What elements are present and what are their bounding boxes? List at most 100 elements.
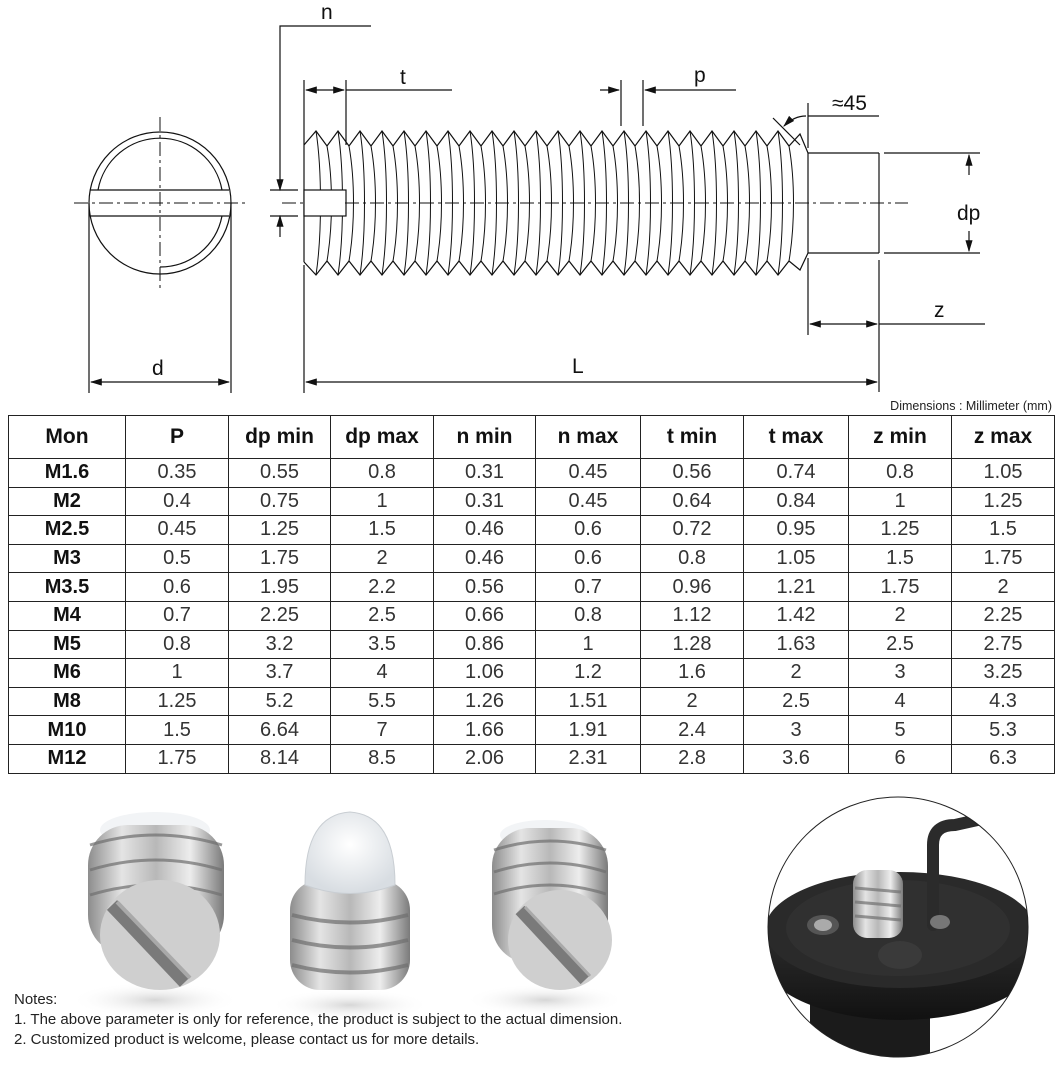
column-header-n-max: n max — [535, 415, 641, 459]
cell-p: 0.7 — [125, 600, 229, 631]
cell-t-max: 0.84 — [743, 486, 849, 517]
dimension-label-angle: ≈45 — [832, 92, 867, 115]
cell-p: 0.4 — [125, 486, 229, 517]
photo-screw-slotted-left — [70, 812, 240, 1018]
cell-z-max: 1.75 — [951, 543, 1055, 574]
cell-t-max: 2.5 — [743, 686, 849, 717]
cell-z-min: 3 — [848, 658, 952, 688]
cell-t-min: 1.28 — [640, 629, 744, 660]
cell-t-min: 0.72 — [640, 515, 744, 545]
photo-mounting-plate-inset — [767, 796, 1029, 1058]
table-row: M10 1.5 6.64 7 1.66 1.91 2.4 3 5 5.3 — [8, 715, 1055, 745]
set-screw-drawing — [74, 25, 985, 393]
cell-dp-min: 2.25 — [228, 600, 331, 631]
cell-n-min: 2.06 — [433, 743, 536, 774]
cell-t-min: 2.8 — [640, 743, 744, 774]
notes-title: Notes: — [14, 991, 58, 1008]
column-header-dp-max: dp max — [330, 415, 434, 459]
column-header-z-min: z min — [848, 415, 952, 459]
note-item: 1. The above parameter is only for refer… — [14, 1011, 623, 1028]
cell-dp-max: 2 — [330, 543, 434, 574]
cell-z-min: 1 — [848, 486, 952, 517]
cell-p: 0.45 — [125, 515, 229, 545]
dimension-label-t: t — [400, 66, 406, 89]
cell-z-max: 2.75 — [951, 629, 1055, 660]
cell-n-max: 1 — [535, 629, 641, 660]
cell-z-min: 1.5 — [848, 543, 952, 574]
cell-p: 1.5 — [125, 715, 229, 745]
cell-n-min: 0.46 — [433, 543, 536, 574]
cell-n-max: 1.91 — [535, 715, 641, 745]
cell-mon: M4 — [8, 600, 126, 631]
cell-mon: M12 — [8, 743, 126, 774]
cell-n-min: 0.46 — [433, 515, 536, 545]
cell-dp-max: 8.5 — [330, 743, 434, 774]
notes-section: Notes: 1. The above parameter is only fo… — [14, 990, 622, 1050]
dimension-label-d: d — [152, 357, 164, 380]
cell-n-min: 1.06 — [433, 658, 536, 688]
cell-t-max: 1.42 — [743, 600, 849, 631]
cell-t-max: 3 — [743, 715, 849, 745]
cell-t-min: 0.56 — [640, 458, 744, 488]
cell-dp-max: 4 — [330, 658, 434, 688]
cell-t-max: 1.21 — [743, 572, 849, 602]
cell-z-max: 6.3 — [951, 743, 1055, 774]
cell-z-max: 1.5 — [951, 515, 1055, 545]
table-row: M2.5 0.45 1.25 1.5 0.46 0.6 0.72 0.95 1.… — [8, 515, 1055, 545]
cell-n-max: 0.45 — [535, 458, 641, 488]
cell-n-min: 1.66 — [433, 715, 536, 745]
units-note: Dimensions : Millimeter (mm) — [890, 399, 1052, 413]
cell-t-min: 2.4 — [640, 715, 744, 745]
cell-z-max: 3.25 — [951, 658, 1055, 688]
cell-z-min: 2.5 — [848, 629, 952, 660]
cell-dp-max: 5.5 — [330, 686, 434, 717]
cell-p: 1 — [125, 658, 229, 688]
dimension-table: Mon P dp min dp max n min n max t min t … — [8, 415, 1055, 774]
cell-mon: M10 — [8, 715, 126, 745]
cell-t-min: 1.12 — [640, 600, 744, 631]
cell-dp-min: 0.55 — [228, 458, 331, 488]
column-header-dp-min: dp min — [228, 415, 331, 459]
table-row: M8 1.25 5.2 5.5 1.26 1.51 2 2.5 4 4.3 — [8, 686, 1055, 717]
cell-t-max: 0.74 — [743, 458, 849, 488]
dimension-label-L: L — [572, 355, 584, 378]
cell-n-max: 2.31 — [535, 743, 641, 774]
dimension-label-p: p — [694, 64, 706, 87]
cell-n-max: 0.6 — [535, 543, 641, 574]
cell-z-max: 2 — [951, 572, 1055, 602]
cell-p: 1.75 — [125, 743, 229, 774]
cell-z-max: 1.25 — [951, 486, 1055, 517]
cell-t-max: 0.95 — [743, 515, 849, 545]
cell-p: 0.8 — [125, 629, 229, 660]
cell-dp-min: 1.75 — [228, 543, 331, 574]
cell-n-max: 0.7 — [535, 572, 641, 602]
cell-t-min: 0.8 — [640, 543, 744, 574]
cell-n-min: 0.66 — [433, 600, 536, 631]
product-photos — [0, 790, 1060, 1060]
cell-t-max: 2 — [743, 658, 849, 688]
cell-dp-min: 1.95 — [228, 572, 331, 602]
cell-z-min: 5 — [848, 715, 952, 745]
cell-t-max: 1.05 — [743, 543, 849, 574]
technical-drawing: n t p ≈45 dp z d L — [0, 0, 1060, 400]
cell-z-max: 5.3 — [951, 715, 1055, 745]
cell-z-min: 6 — [848, 743, 952, 774]
cell-z-max: 2.25 — [951, 600, 1055, 631]
cell-n-max: 0.6 — [535, 515, 641, 545]
cell-mon: M5 — [8, 629, 126, 660]
cell-t-min: 2 — [640, 686, 744, 717]
column-header-t-max: t max — [743, 415, 849, 459]
cell-dp-max: 3.5 — [330, 629, 434, 660]
column-header-n-min: n min — [433, 415, 536, 459]
cell-n-min: 0.31 — [433, 486, 536, 517]
table-row: M12 1.75 8.14 8.5 2.06 2.31 2.8 3.6 6 6.… — [8, 743, 1055, 774]
column-header-p: P — [125, 415, 229, 459]
cell-p: 0.5 — [125, 543, 229, 574]
cell-dp-min: 8.14 — [228, 743, 331, 774]
cell-n-max: 0.45 — [535, 486, 641, 517]
cell-dp-max: 0.8 — [330, 458, 434, 488]
table-row: M1.6 0.35 0.55 0.8 0.31 0.45 0.56 0.74 0… — [8, 458, 1055, 488]
cell-z-min: 2 — [848, 600, 952, 631]
column-header-t-min: t min — [640, 415, 744, 459]
dimension-label-dp: dp — [957, 202, 981, 225]
